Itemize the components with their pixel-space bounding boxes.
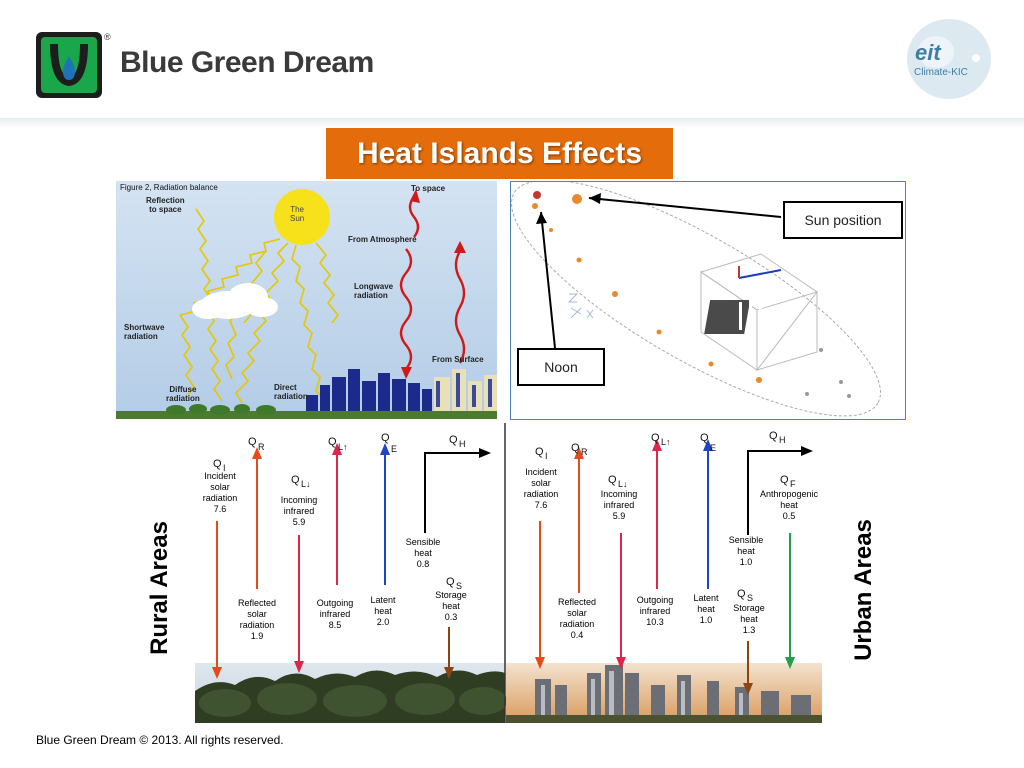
urban-qe-label: Latent heat 1.0 bbox=[693, 593, 719, 625]
svg-text:S: S bbox=[747, 593, 753, 603]
svg-text:Q: Q bbox=[700, 432, 709, 444]
urban-qi-label: Incident solar radiation 7.6 bbox=[523, 467, 559, 510]
svg-text:S: S bbox=[456, 581, 462, 591]
svg-text:Q: Q bbox=[328, 436, 337, 448]
svg-text:Q: Q bbox=[608, 474, 617, 486]
rural-qi-label: Incident solar radiation 7.6 bbox=[202, 471, 238, 514]
from-surface-label: From Surface bbox=[432, 355, 484, 364]
svg-text:H: H bbox=[779, 435, 786, 445]
svg-text:L↑: L↑ bbox=[661, 437, 671, 447]
figure-caption: Figure 2, Radiation balance bbox=[120, 183, 218, 192]
svg-text:Q: Q bbox=[291, 474, 300, 486]
svg-text:L↑: L↑ bbox=[338, 442, 348, 452]
rural-qh-label: Sensible heat 0.8 bbox=[405, 537, 441, 569]
direct-label: Direct radiation bbox=[274, 383, 308, 401]
rural-qld-label: Incoming infrared 5.9 bbox=[280, 495, 318, 527]
svg-text:Q: Q bbox=[769, 430, 778, 442]
urban-qr-label: Reflected solar radiation 0.4 bbox=[557, 597, 597, 640]
urban-qh-label: Sensible heat 1.0 bbox=[728, 535, 764, 567]
rural-qlu-label: Outgoing infrared 8.5 bbox=[316, 598, 354, 630]
svg-text:Q: Q bbox=[780, 474, 789, 486]
svg-text:Q: Q bbox=[248, 436, 257, 448]
to-space-label: To space bbox=[411, 184, 446, 193]
from-atmosphere-label: From Atmosphere bbox=[348, 235, 417, 244]
svg-text:H: H bbox=[459, 439, 466, 449]
svg-text:Q: Q bbox=[651, 432, 660, 444]
svg-text:L↓: L↓ bbox=[301, 479, 311, 489]
svg-text:F: F bbox=[790, 479, 796, 489]
header-divider bbox=[0, 118, 1024, 128]
svg-text:Q: Q bbox=[571, 442, 580, 454]
svg-text:Q: Q bbox=[213, 458, 222, 470]
urban-qld-label: Incoming infrared 5.9 bbox=[600, 489, 638, 521]
blue-green-dream-logo bbox=[36, 32, 102, 98]
svg-text:R: R bbox=[258, 442, 265, 452]
sun-path-figure: Sun position Noon bbox=[510, 181, 906, 420]
urban-qlu-label: Outgoing infrared 10.3 bbox=[636, 595, 674, 627]
svg-text:Q: Q bbox=[535, 446, 544, 458]
brand-name: Blue Green Dream bbox=[120, 46, 374, 79]
svg-text:E: E bbox=[710, 443, 716, 453]
svg-text:E: E bbox=[391, 444, 397, 454]
diffuse-label: Diffuse radiation bbox=[166, 385, 200, 403]
svg-text:Q: Q bbox=[449, 434, 458, 446]
svg-text:Q: Q bbox=[381, 432, 390, 444]
rural-areas-label: Rural Areas bbox=[146, 521, 173, 655]
svg-text:R: R bbox=[581, 447, 588, 457]
svg-text:I: I bbox=[223, 463, 226, 473]
reflection-label: Reflection to space bbox=[146, 196, 185, 214]
sun-position-callout: Sun position bbox=[783, 201, 903, 239]
urban-areas-label: Urban Areas bbox=[850, 519, 877, 661]
svg-text:Q: Q bbox=[446, 576, 455, 588]
urban-qs-label: Storage heat 1.3 bbox=[733, 603, 765, 635]
registered-mark: ® bbox=[104, 32, 111, 42]
climate-kic-logo bbox=[907, 19, 991, 99]
page-title: Heat Islands Effects bbox=[356, 136, 643, 170]
sun-label: The Sun bbox=[290, 205, 305, 223]
urban-qf-label: Anthropogenic heat 0.5 bbox=[759, 489, 819, 521]
longwave-label: Longwave radiation bbox=[354, 282, 394, 300]
title-banner: Heat Islands Effects bbox=[326, 128, 673, 179]
footer-copyright: Blue Green Dream © 2013. All rights rese… bbox=[36, 733, 284, 747]
svg-text:L↓: L↓ bbox=[618, 479, 628, 489]
climate-kic-text: Climate-KIC bbox=[914, 67, 968, 78]
rural-qe-label: Latent heat 2.0 bbox=[370, 595, 396, 627]
rural-qs-label: Storage heat 0.3 bbox=[435, 590, 467, 622]
svg-text:Q: Q bbox=[737, 588, 746, 600]
eit-logo-text: eit bbox=[915, 40, 941, 65]
svg-text:I: I bbox=[545, 451, 548, 461]
shortwave-label: Shortwave radiation bbox=[124, 323, 165, 341]
rural-qr-label: Reflected solar radiation 1.9 bbox=[237, 598, 277, 641]
radiation-balance-figure: Figure 2, Radiation balance Reflection t… bbox=[116, 181, 497, 419]
noon-callout: Noon bbox=[517, 348, 605, 386]
